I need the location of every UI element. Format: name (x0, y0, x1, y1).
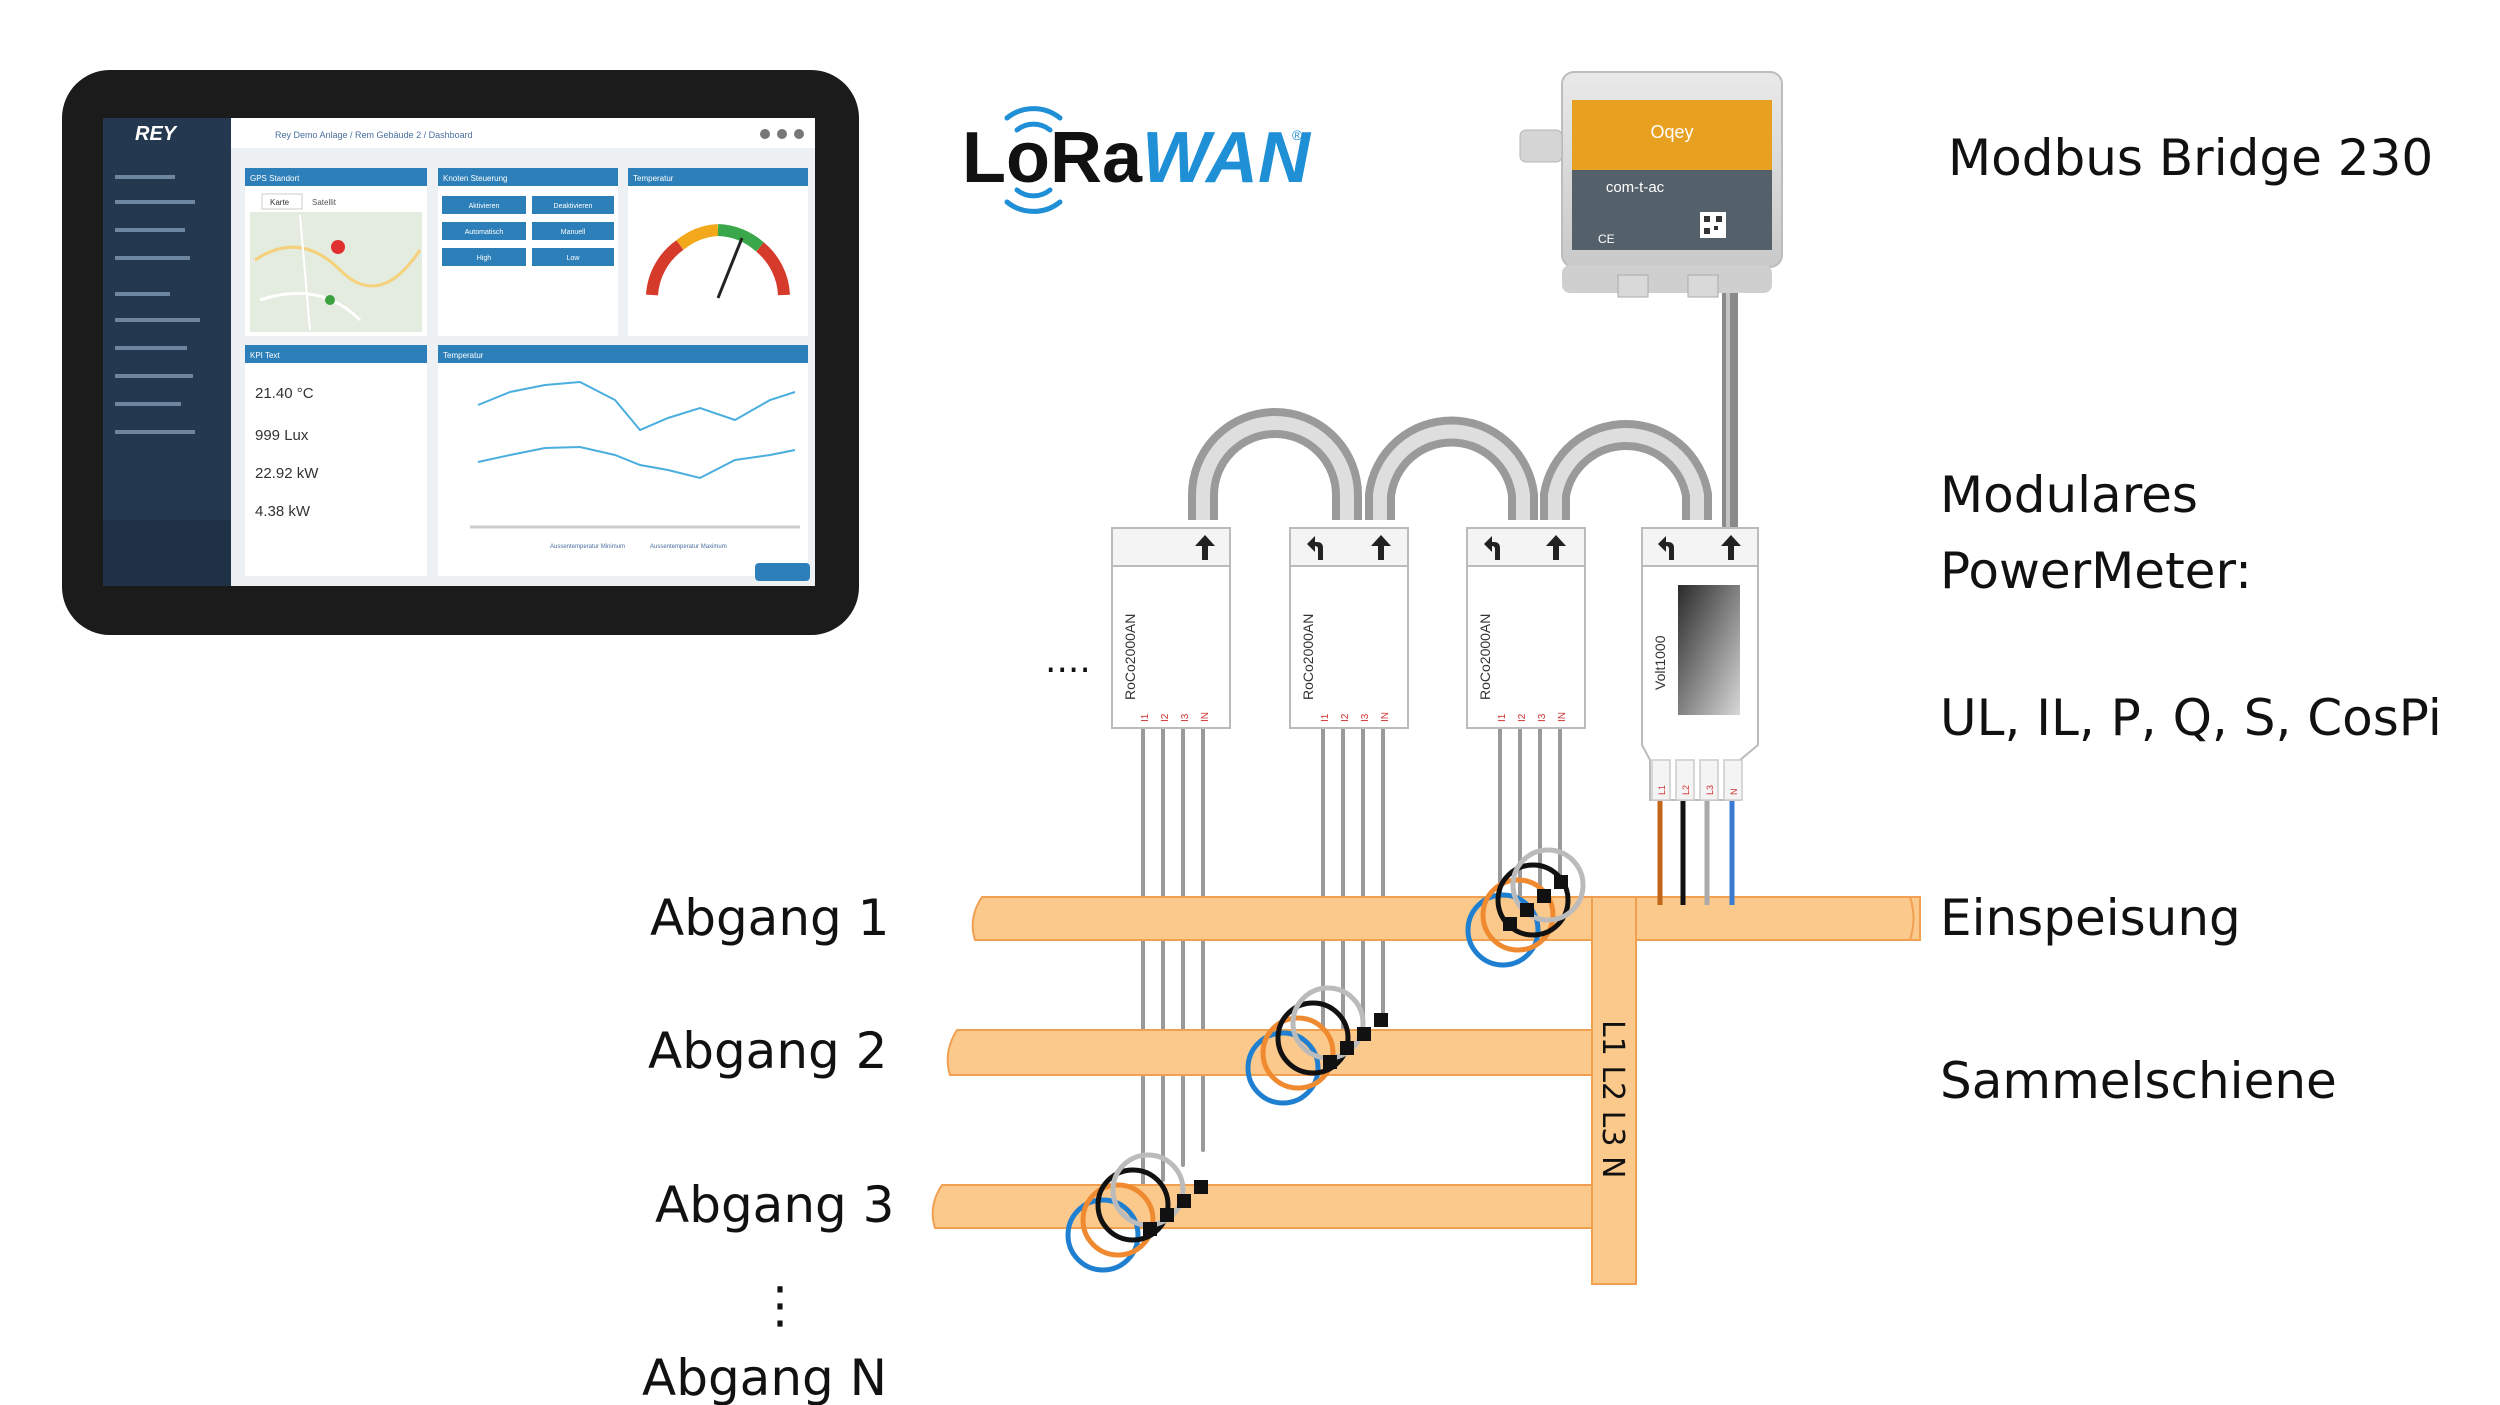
arrow-up-icon (1195, 535, 1215, 560)
roco-2-term-2: I2 (1340, 713, 1351, 722)
panel-title-control: Knoten Steuerung (443, 174, 508, 183)
kpi-value-2: 999 Lux (255, 427, 309, 444)
roco-module-2: RoCo2000AN I1 I2 I3 IN (1289, 527, 1409, 729)
map-tab-karte: Karte (270, 198, 290, 207)
chart-legend-max: Aussentemperatur Maximum (650, 544, 727, 550)
map-tab-satellit: Satellit (312, 198, 337, 207)
roco-3-term-1: I1 (1497, 713, 1508, 722)
panel-title-kpi: KPI Text (250, 351, 280, 360)
ctrl-btn-1: Aktivieren (469, 203, 500, 210)
busbar-abgang-3 (931, 1184, 1601, 1229)
tablet-breadcrumb: Rey Demo Anlage / Rem Gebäude 2 / Dashbo… (275, 130, 473, 140)
label-sammelschiene: Sammelschiene (1940, 1052, 2337, 1110)
volt-module-name: Volt1000 (1652, 635, 1668, 690)
label-abgang-3: Abgang 3 (655, 1176, 894, 1234)
roco-1-term-2: I2 (1160, 713, 1171, 722)
bridge-device-name: Oqey (1650, 122, 1693, 142)
busbar-abgang-2 (946, 1029, 1601, 1076)
chart-legend-min: Aussentemperatur Minimum (550, 544, 625, 550)
roco-module-1-name: RoCo2000AN (1122, 614, 1138, 700)
arrow-turn-icon (1307, 536, 1323, 560)
tablet-topbar (231, 118, 815, 148)
roco-3-term-3: I3 (1537, 713, 1548, 722)
roco-1-term-3: I3 (1180, 713, 1191, 722)
busbars (931, 896, 1921, 1285)
lorawan-antenna-icon (1004, 106, 1063, 214)
label-abgang-2: Abgang 2 (648, 1022, 887, 1080)
arrow-turn-icon (1484, 536, 1500, 560)
bridge-device-brand: com-t-ac (1606, 179, 1665, 196)
kpi-value-4: 4.38 kW (255, 503, 311, 520)
roco-module-3-name: RoCo2000AN (1477, 614, 1493, 700)
panel-title-gauge: Temperatur (633, 174, 674, 183)
volt-cables (1657, 800, 1735, 905)
volt-term-2: L2 (1681, 785, 1691, 795)
more-modules-ellipsis: .... (1045, 640, 1091, 681)
arrow-up-icon (1721, 535, 1741, 560)
map-pin-icon (331, 240, 345, 254)
tablet-gauge (646, 224, 790, 299)
ctrl-btn-5: High (477, 255, 492, 262)
sensor-cables (1141, 723, 1562, 1197)
coil-clips-abgang-1 (1503, 875, 1568, 931)
roco-2-term-3: I3 (1360, 713, 1371, 722)
lorawan-trademark: ® (1292, 127, 1303, 143)
roco-1-term-4: IN (1200, 712, 1211, 722)
volt-term-1: L1 (1657, 785, 1667, 795)
roco-module-1: RoCo2000AN I1 I2 I3 IN (1111, 527, 1231, 729)
rogowski-coils-abgang-2 (1245, 985, 1366, 1106)
tablet-sidebar (103, 118, 231, 586)
label-measurements: UL, IL, P, Q, S, CosPi (1940, 689, 2442, 747)
roco-2-term-4: IN (1380, 712, 1391, 722)
phase-labels: L1 L2 L3 N (1595, 1020, 1630, 1178)
arrow-up-icon (1546, 535, 1566, 560)
modbus-bridge-device: Oqey com-t-ac CE (1519, 71, 1783, 535)
arrow-up-icon (1371, 535, 1391, 560)
svg-text:LoRaWAN: LoRaWAN (962, 118, 1312, 198)
tablet-dashboard: REY Rey Demo Anlage / Rem Gebäude 2 / Da… (62, 70, 859, 635)
ctrl-btn-6: Low (567, 255, 581, 262)
ctrl-btn-3: Automatisch (465, 229, 504, 236)
roco-3-term-4: IN (1557, 712, 1568, 722)
qr-code-icon (1700, 212, 1726, 238)
label-powermeter-line1: Modulares (1940, 466, 2198, 524)
label-abgang-1: Abgang 1 (650, 889, 889, 947)
roco-2-term-1: I1 (1320, 713, 1331, 722)
label-abgang-more: ⋮ (755, 1276, 805, 1334)
roco-1-term-1: I1 (1140, 713, 1151, 722)
coil-clips-abgang-2 (1323, 1013, 1388, 1069)
roco-module-2-name: RoCo2000AN (1300, 614, 1316, 700)
busbar-sammelschiene (1591, 896, 1637, 1285)
panel-title-gps: GPS Standort (250, 174, 300, 183)
lorawan-lo: Lo (962, 118, 1050, 198)
lorawan-wan: WAN (1142, 118, 1312, 198)
volt-module-display (1678, 585, 1740, 715)
panel-title-chart: Temperatur (443, 351, 484, 360)
label-einspeisung: Einspeisung (1940, 889, 2241, 947)
rogowski-coils-abgang-3 (1065, 1152, 1186, 1273)
module-connectors (1188, 408, 1712, 520)
volt-term-3: L3 (1705, 785, 1715, 795)
rogowski-coils-abgang-1 (1465, 847, 1586, 968)
coil-clips-abgang-3 (1143, 1180, 1208, 1236)
tablet-map (250, 212, 422, 332)
kpi-value-3: 22.92 kW (255, 465, 319, 482)
ctrl-btn-4: Manuell (561, 229, 586, 236)
label-powermeter-line2: PowerMeter: (1940, 542, 2252, 600)
volt-term-4: N (1729, 789, 1739, 796)
ctrl-btn-2: Deaktivieren (554, 203, 593, 210)
arrow-turn-icon (1658, 536, 1674, 560)
bridge-ce-mark: CE (1598, 232, 1615, 246)
tablet-brand: REY (135, 123, 178, 145)
label-modbus-bridge: Modbus Bridge 230 (1948, 129, 2433, 187)
lorawan-logo: LoRaWAN ® (962, 106, 1312, 214)
kpi-value-1: 21.40 °C (255, 385, 314, 402)
lorawan-ra: Ra (1050, 118, 1143, 198)
roco-module-3: RoCo2000AN I1 I2 I3 IN (1466, 527, 1586, 729)
roco-3-term-2: I2 (1517, 713, 1528, 722)
volt-module: Volt1000 L1 L2 L3 N (1641, 527, 1759, 801)
label-abgang-n: Abgang N (642, 1349, 887, 1405)
